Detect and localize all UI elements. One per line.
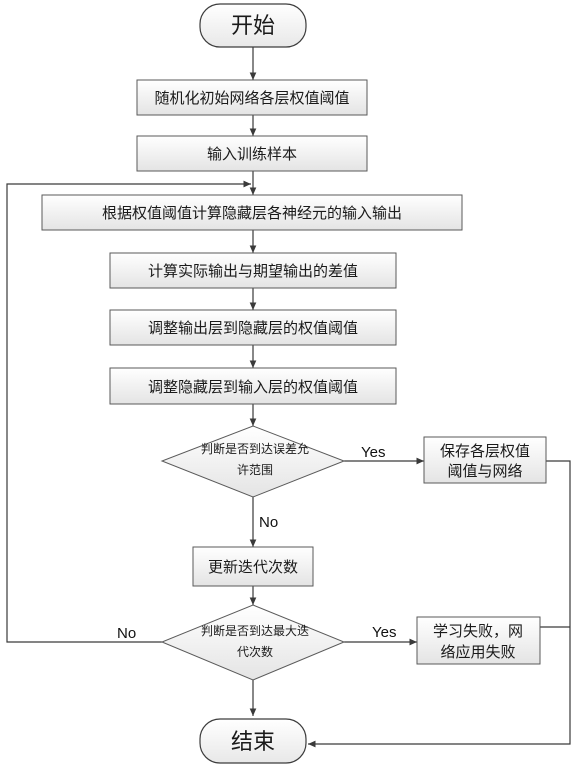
fail-node: 学习失败，网 络应用失败 <box>416 616 541 665</box>
step-adjust-out-label: 调整输出层到隐藏层的权值阈值 <box>148 319 358 337</box>
step-adjust-out-node: 调整输出层到隐藏层的权值阈值 <box>109 309 397 346</box>
step-init-label: 随机化初始网络各层权值阈值 <box>154 89 349 107</box>
step-forward-label: 根据权值阈值计算隐藏层各神经元的输入输出 <box>102 204 402 222</box>
save-node: 保存各层权值 阈值与网络 <box>423 436 547 484</box>
step-input-node: 输入训练样本 <box>136 135 368 172</box>
start-node: 开始 <box>199 3 307 48</box>
edge-label-no-2: No <box>117 625 136 642</box>
step-adjust-hidden-node: 调整隐藏层到输入层的权值阈值 <box>109 367 397 405</box>
step-forward-node: 根据权值阈值计算隐藏层各神经元的输入输出 <box>41 194 463 231</box>
decision-max-node: 判断是否到达最大迭 代次数 <box>160 604 346 681</box>
step-error-label: 计算实际输出与期望输出的差值 <box>148 262 358 280</box>
edge-label-yes-2: Yes <box>372 624 396 641</box>
decision-max-line2: 代次数 <box>237 644 273 659</box>
edge-label-no-1: No <box>259 514 278 531</box>
save-line1: 保存各层权值 <box>440 442 530 460</box>
fail-line2: 络应用失败 <box>440 643 515 661</box>
edge-decision-max-loop <box>6 180 251 643</box>
step-input-label: 输入训练样本 <box>207 145 297 163</box>
decision-max-line1: 判断是否到达最大迭 <box>201 623 309 638</box>
end-node: 结束 <box>199 718 307 764</box>
edges <box>6 47 571 748</box>
save-line2: 阈值与网络 <box>447 462 522 480</box>
fail-line1: 学习失败，网 <box>433 622 523 640</box>
step-init-node: 随机化初始网络各层权值阈值 <box>136 79 368 116</box>
step-error-node: 计算实际输出与期望输出的差值 <box>109 252 397 289</box>
edge-label-yes-1: Yes <box>361 444 385 461</box>
decision-error-node: 判断是否到达误差允 许范围 <box>160 425 346 498</box>
step-iter-label: 更新迭代次数 <box>208 558 298 576</box>
decision-error-line1: 判断是否到达误差允 <box>201 441 309 456</box>
end-label: 结束 <box>231 730 275 755</box>
start-label: 开始 <box>231 14 275 39</box>
step-iter-node: 更新迭代次数 <box>192 546 314 587</box>
decision-error-line2: 许范围 <box>237 463 273 477</box>
step-adjust-hidden-label: 调整隐藏层到输入层的权值阈值 <box>148 378 358 396</box>
edge-save-end <box>308 460 571 748</box>
